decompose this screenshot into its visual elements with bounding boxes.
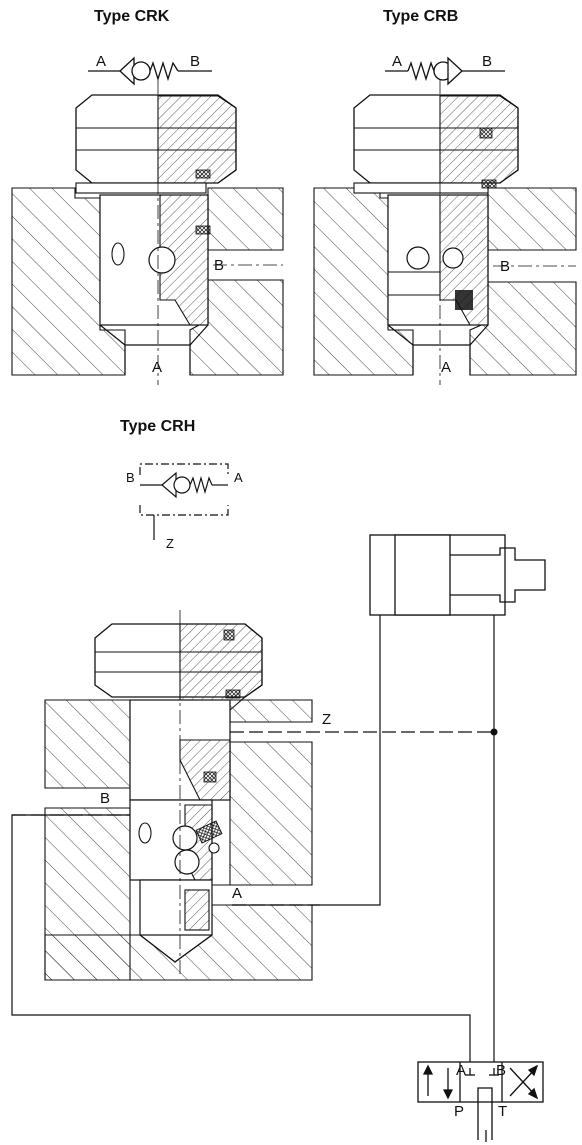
valve-port-b: B bbox=[496, 1062, 506, 1079]
crh-section-port-z: Z bbox=[322, 711, 331, 728]
crb-section-port-b: B bbox=[500, 258, 510, 275]
line-junction-dot bbox=[490, 728, 498, 736]
crh-section bbox=[44, 610, 313, 981]
crk-symbol bbox=[88, 56, 212, 86]
title-type-crh: Type CRH bbox=[120, 418, 196, 435]
crk-symbol-port-b: B bbox=[190, 53, 200, 70]
hydraulic-lines bbox=[11, 615, 495, 1062]
crb-symbol-port-b: B bbox=[482, 53, 492, 70]
hydraulic-cylinder bbox=[369, 534, 546, 616]
crb-section-port-a: A bbox=[441, 359, 451, 376]
crh-section-port-a: A bbox=[232, 885, 242, 902]
crh-symbol bbox=[139, 463, 229, 540]
crb-section bbox=[313, 80, 577, 385]
crk-section-port-a: A bbox=[152, 359, 162, 376]
crh-section-port-b: B bbox=[100, 790, 110, 807]
valve-port-a: A bbox=[456, 1062, 466, 1079]
crb-symbol-port-a: A bbox=[392, 53, 402, 70]
crb-symbol bbox=[385, 56, 505, 86]
crh-symbol-port-b: B bbox=[126, 470, 135, 485]
valve-port-p: P bbox=[454, 1103, 464, 1120]
directional-valve bbox=[417, 1061, 544, 1142]
title-type-crb: Type CRB bbox=[383, 8, 459, 25]
crh-symbol-port-z: Z bbox=[166, 536, 174, 551]
crk-section-port-b: B bbox=[214, 257, 224, 274]
crk-section bbox=[11, 80, 284, 385]
crh-symbol-port-a: A bbox=[234, 470, 243, 485]
valve-port-t: T bbox=[498, 1103, 507, 1120]
crk-symbol-port-a: A bbox=[96, 53, 106, 70]
title-type-crk: Type CRK bbox=[94, 8, 170, 25]
